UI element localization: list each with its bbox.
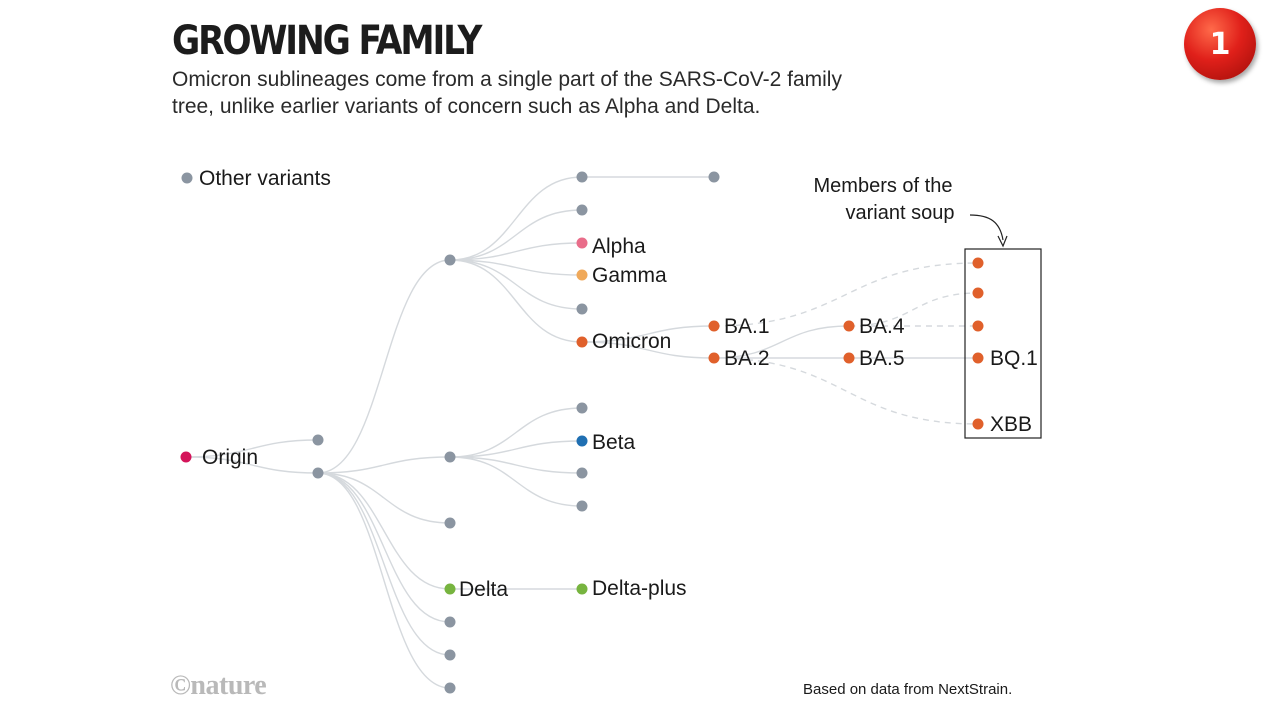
- node-g3: [444, 517, 456, 529]
- edge-origin-r1a: [185, 439, 319, 458]
- slide-number-badge: 1: [1184, 8, 1256, 80]
- node-legend: [181, 172, 193, 184]
- node-alpha: [576, 237, 588, 249]
- node-r1b: [312, 467, 324, 479]
- edge-r1b-g3: [317, 472, 451, 524]
- node-ba2: [708, 352, 720, 364]
- edge-omicron-ba2: [581, 341, 715, 359]
- label-ba2: BA.2: [724, 347, 770, 370]
- edge-g1-a5: [449, 259, 583, 310]
- label-bq1: BQ.1: [990, 347, 1038, 370]
- node-xbb: [972, 418, 984, 430]
- label-origin: Origin: [202, 446, 258, 469]
- source-note: Based on data from NextStrain.: [803, 681, 1013, 698]
- tree-dashed-edges: [713, 262, 979, 425]
- figure-title: GROWING FAMILY: [172, 18, 482, 64]
- node-beta: [576, 435, 588, 447]
- label-ba4: BA.4: [859, 315, 905, 338]
- node-ba5: [843, 352, 855, 364]
- variant-soup-box: [964, 248, 1042, 439]
- node-s1: [972, 257, 984, 269]
- edge-r1b-g7: [317, 472, 451, 689]
- label-ba1: BA.1: [724, 315, 770, 338]
- label-ba5: BA.5: [859, 347, 905, 370]
- edge-origin-r1b: [185, 456, 319, 474]
- node-g1: [444, 254, 456, 266]
- node-gamma: [576, 269, 588, 281]
- node-origin: [180, 451, 192, 463]
- node-a2: [576, 204, 588, 216]
- annotation-line-1: Members of the: [814, 175, 953, 197]
- tree-nodes: [180, 171, 984, 694]
- node-ba4: [843, 320, 855, 332]
- slide-number: 1: [1209, 26, 1231, 62]
- node-ba1: [708, 320, 720, 332]
- label-omicron: Omicron: [592, 330, 671, 353]
- edge-g1-omicron: [449, 259, 583, 343]
- label-beta: Beta: [592, 431, 636, 454]
- node-a1: [576, 171, 588, 183]
- annotation-line-2: variant soup: [846, 202, 955, 224]
- edge-omicron-ba1: [581, 325, 715, 343]
- subtitle-line-1: Omicron sublineages come from a single p…: [172, 68, 842, 91]
- node-r1a: [312, 434, 324, 446]
- edge-g2-beta: [449, 440, 583, 458]
- node-b1: [576, 402, 588, 414]
- edge-g2-b4: [449, 456, 583, 507]
- node-s3: [972, 320, 984, 332]
- label-gamma: Gamma: [592, 264, 667, 287]
- edge-g1-a1: [449, 176, 583, 261]
- subtitle-line-2: tree, unlike earlier variants of concern…: [172, 95, 761, 118]
- edge-ba2-ba4: [713, 325, 850, 359]
- edge-g1-gamma: [449, 259, 583, 276]
- node-s2: [972, 287, 984, 299]
- legend-label: Other variants: [199, 167, 331, 190]
- node-deltaplus: [576, 583, 588, 595]
- edge-g2-b1: [449, 407, 583, 458]
- nature-logo: ©nature: [170, 670, 267, 701]
- node-g2: [444, 451, 456, 463]
- node-a1c: [708, 171, 720, 183]
- node-delta: [444, 583, 456, 595]
- edge-g2-b3: [449, 456, 583, 474]
- node-bq1: [972, 352, 984, 364]
- label-alpha: Alpha: [592, 235, 646, 258]
- edge-g1-a2: [449, 209, 583, 261]
- edge-r1b-delta: [317, 472, 451, 590]
- arrow-head-icon: [997, 235, 1008, 248]
- edge-r1b-g2: [317, 456, 451, 474]
- node-a5: [576, 303, 588, 315]
- dashed-edge-ba1-s1: [713, 262, 979, 327]
- dashed-edge-ba2-xbb: [713, 357, 979, 425]
- node-g7: [444, 682, 456, 694]
- edge-r1b-g5: [317, 472, 451, 623]
- node-b4: [576, 500, 588, 512]
- node-omicron: [576, 336, 588, 348]
- node-b3: [576, 467, 588, 479]
- node-g5: [444, 616, 456, 628]
- label-xbb: XBB: [990, 413, 1032, 436]
- edge-r1b-g1: [317, 259, 451, 474]
- edge-g1-alpha: [449, 242, 583, 261]
- dashed-edge-ba4-s2: [848, 292, 979, 327]
- label-delta: Delta: [459, 578, 508, 601]
- label-delta-plus: Delta-plus: [592, 577, 687, 600]
- node-g6: [444, 649, 456, 661]
- variant-soup-arrow: [969, 214, 1004, 241]
- edge-r1b-g6: [317, 472, 451, 656]
- figure-subtitle: Omicron sublineages come from a single p…: [172, 66, 952, 120]
- tree-edges: [185, 176, 978, 689]
